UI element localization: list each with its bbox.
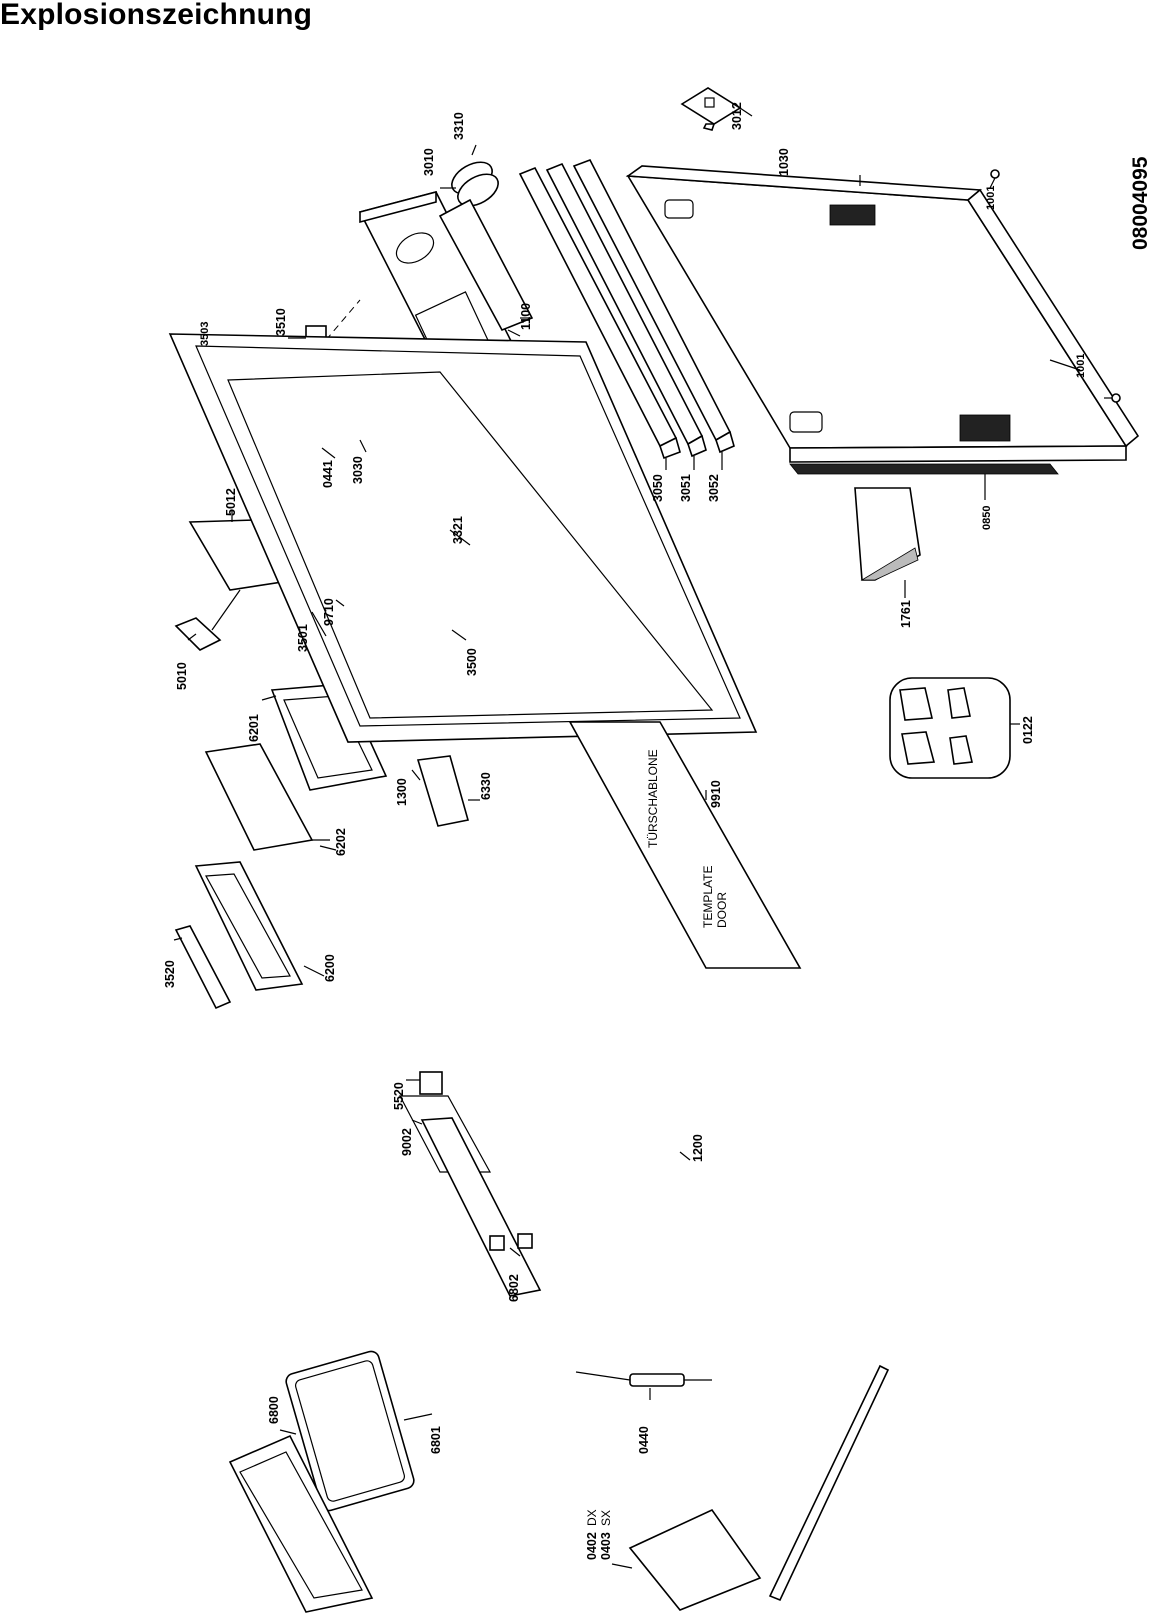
label-6202: 6202 [334,828,348,856]
part-6200-module [194,861,304,991]
part-1761-insulation [854,487,921,581]
document-number: 08004095 [1129,156,1152,250]
label-5010: 5010 [175,662,189,690]
screw-1001-bottom [1104,393,1121,403]
part-1100-display [438,198,534,332]
part-3520-bar [174,925,232,1010]
part-3012-bracket [680,87,753,131]
label-3030: 3030 [351,456,365,484]
label-3503: 3503 [199,322,211,346]
part-3052-rail [572,159,735,454]
label-0122: 0122 [1021,716,1035,744]
label-1001-top: 1001 [985,186,997,210]
label-6801: 6801 [429,1426,443,1454]
label-3010-b: 3010 [422,148,436,176]
label-0441: 0441 [321,460,335,488]
part-5010-lock [174,589,241,651]
part-3051-rail [545,162,707,458]
label-9710: 9710 [322,598,336,626]
label-0403-sx: SX [599,1510,613,1526]
part-0122-kit [889,677,1020,779]
label-0403: 0403 [599,1532,613,1560]
label-6802: 6802 [507,1274,521,1302]
part-1200-inner-door [168,333,758,1173]
label-3050: 3050 [651,474,665,502]
part-0850-strip [789,463,1059,475]
label-3051: 3051 [679,474,693,502]
label-template: TEMPLATE [701,866,715,928]
part-1030-front-panel [625,165,1140,463]
part-6800-dispenser [228,1434,374,1613]
part-1300-latch [416,755,480,827]
label-1761: 1761 [899,600,913,628]
label-door: DOOR [715,892,729,928]
label-5520: 5520 [392,1082,406,1110]
label-0440: 0440 [637,1426,651,1454]
label-3500: 3500 [465,648,479,676]
label-tuerschablone: TÜRSCHABLONE [646,749,660,848]
label-1300: 1300 [395,778,409,806]
label-3012: 3012 [730,102,744,130]
label-0402: 0402 [585,1532,599,1560]
label-1001-bottom: 1001 [1075,354,1087,378]
label-3520: 3520 [163,960,177,988]
label-5012: 5012 [224,488,238,516]
label-1200: 1200 [691,1134,705,1162]
page-title: Explosionszeichnung [0,0,313,31]
part-6201-frame [270,683,388,791]
part-0402-0403-hinge [628,1364,890,1611]
label-1100: 1100 [519,303,533,330]
part-3050-rail [518,166,681,460]
part-6801-gasket [285,1350,415,1512]
label-3310: 3310 [452,112,466,140]
label-6330: 6330 [479,772,493,800]
label-0402-dx: DX [585,1509,599,1526]
part-6802-clip [489,1233,533,1251]
label-3501: 3501 [296,624,310,652]
label-3321: 3321 [451,516,465,544]
part-0440-spring [575,1371,712,1387]
label-3510: 3510 [274,308,288,336]
part-9002-bracket [420,1117,542,1297]
part-6202-housing [204,743,330,851]
part-9910-door-template [568,721,802,969]
label-6200: 6200 [323,954,337,982]
label-0850: 0850 [981,506,993,530]
label-6201: 6201 [247,714,261,742]
part-3310-knob [451,144,499,207]
screw-1001-top [989,169,1000,189]
label-9910: 9910 [709,780,723,808]
label-1030: 1030 [777,148,791,176]
part-5520-hinge-piece [419,1071,443,1095]
label-9002: 9002 [400,1128,414,1156]
label-3052: 3052 [707,474,721,502]
label-6800: 6800 [267,1396,281,1424]
